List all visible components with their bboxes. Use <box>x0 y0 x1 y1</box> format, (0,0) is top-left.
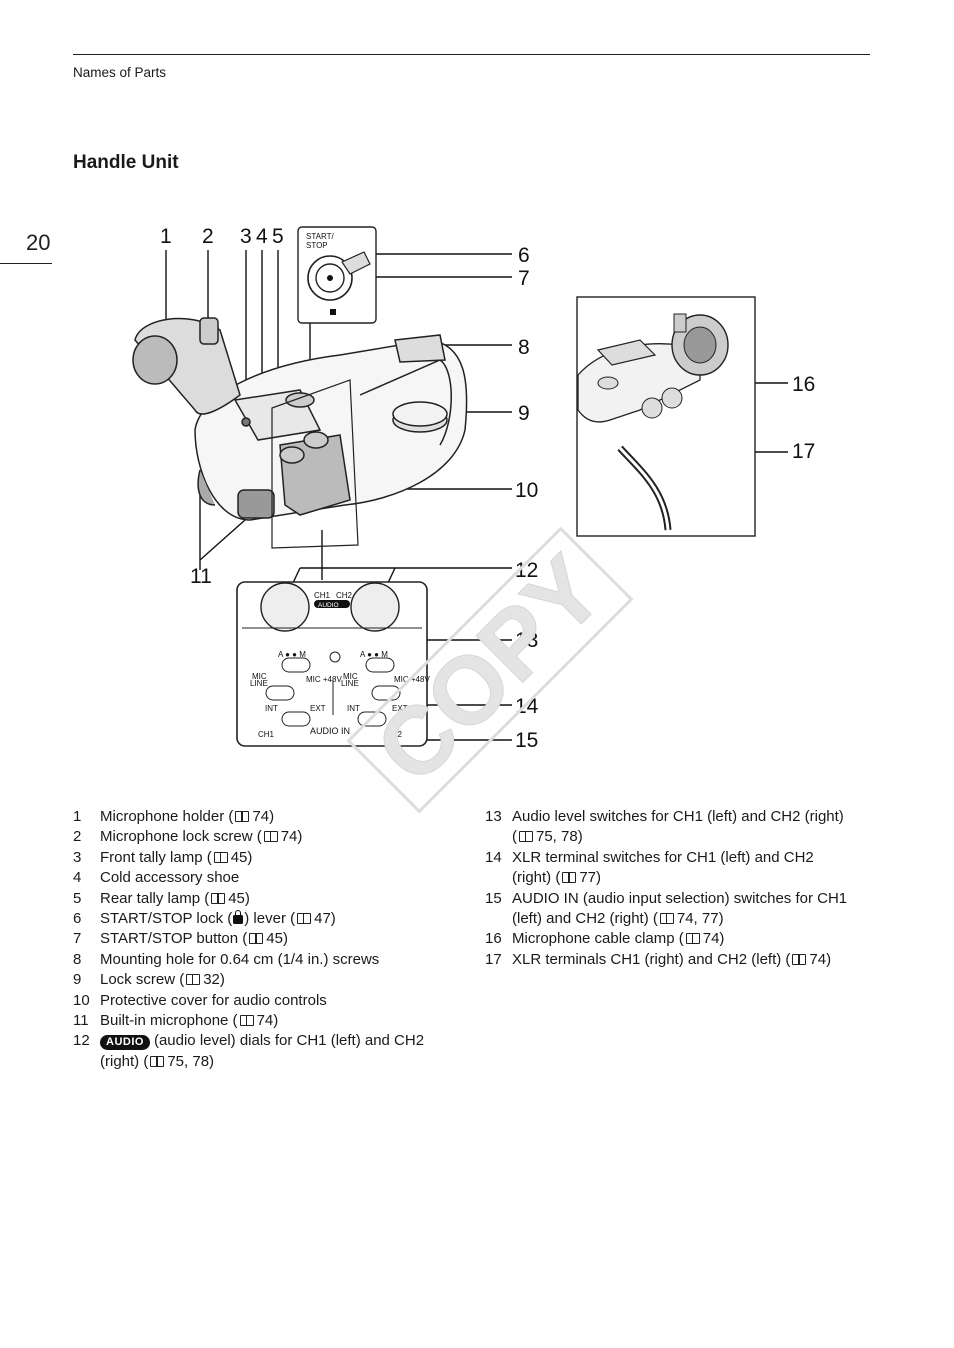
callout-16: 16 <box>792 373 815 396</box>
callout-1: 1 <box>160 225 172 248</box>
svg-text:START/: START/ <box>306 232 334 241</box>
callout-10: 10 <box>515 479 538 502</box>
callout-13: 13 <box>515 629 538 652</box>
page-number-rule <box>0 263 52 264</box>
section-name: Names of Parts <box>73 65 167 80</box>
callout-5: 5 <box>272 225 284 248</box>
callout-6: 6 <box>518 244 530 267</box>
svg-text:EXT: EXT <box>310 704 326 713</box>
book-icon <box>186 974 201 986</box>
book-icon <box>249 933 264 945</box>
audio-badge: AUDIO <box>100 1035 150 1051</box>
callout-11: 11 <box>190 565 212 588</box>
header-rule <box>73 54 870 55</box>
section-heading: Handle Unit <box>73 152 179 173</box>
svg-text:AUDIO: AUDIO <box>318 602 339 609</box>
svg-text:CH2: CH2 <box>336 591 353 600</box>
svg-text:CH1: CH1 <box>258 730 275 739</box>
callout-15: 15 <box>515 729 538 752</box>
svg-text:LINE: LINE <box>341 679 359 688</box>
callout-3: 3 <box>240 225 252 248</box>
callout-4: 4 <box>256 225 268 248</box>
svg-text:MIC: MIC <box>252 672 267 681</box>
book-icon <box>263 831 278 843</box>
book-icon <box>150 1055 165 1067</box>
book-icon <box>685 933 700 945</box>
callout-14: 14 <box>515 695 539 718</box>
book-icon <box>297 913 312 925</box>
side-view-inset <box>576 296 756 537</box>
start-stop-inset: START/ STOP <box>297 226 377 324</box>
callout-12: 12 <box>515 559 538 582</box>
callout-7: 7 <box>518 267 530 290</box>
book-icon <box>211 892 226 904</box>
svg-text:EXT: EXT <box>392 704 408 713</box>
audio-controls-inset: CH1 CH2 AUDIO A ● ● M A ● ● M MIC LINE M… <box>236 581 430 747</box>
callout-9: 9 <box>518 402 530 425</box>
svg-text:MIC +48V: MIC +48V <box>394 675 430 684</box>
svg-text:LINE: LINE <box>250 679 268 688</box>
book-icon <box>519 831 533 843</box>
book-icon <box>659 913 674 925</box>
callout-8: 8 <box>518 336 530 359</box>
book-icon <box>235 811 250 822</box>
svg-text:INT: INT <box>347 704 360 713</box>
svg-text:CH2: CH2 <box>386 730 403 739</box>
handle-unit-figure: 1 2 3 4 5 6 7 8 9 10 11 12 13 14 15 16 1… <box>132 225 815 752</box>
svg-text:MIC +48V: MIC +48V <box>306 675 342 684</box>
lock-icon <box>233 910 244 925</box>
svg-text:STOP: STOP <box>306 241 328 250</box>
svg-text:AUDIO IN: AUDIO IN <box>310 726 350 736</box>
svg-text:A ● ● M: A ● ● M <box>278 650 306 659</box>
svg-text:CH1: CH1 <box>314 591 331 600</box>
book-icon <box>562 872 577 884</box>
handle-unit-body <box>132 317 468 549</box>
callout-17: 17 <box>792 440 815 463</box>
book-icon <box>239 1015 254 1027</box>
book-icon <box>792 953 807 965</box>
book-icon <box>213 851 228 863</box>
callout-2: 2 <box>202 225 214 248</box>
page-number: 20 <box>26 230 51 255</box>
svg-text:INT: INT <box>265 704 278 713</box>
